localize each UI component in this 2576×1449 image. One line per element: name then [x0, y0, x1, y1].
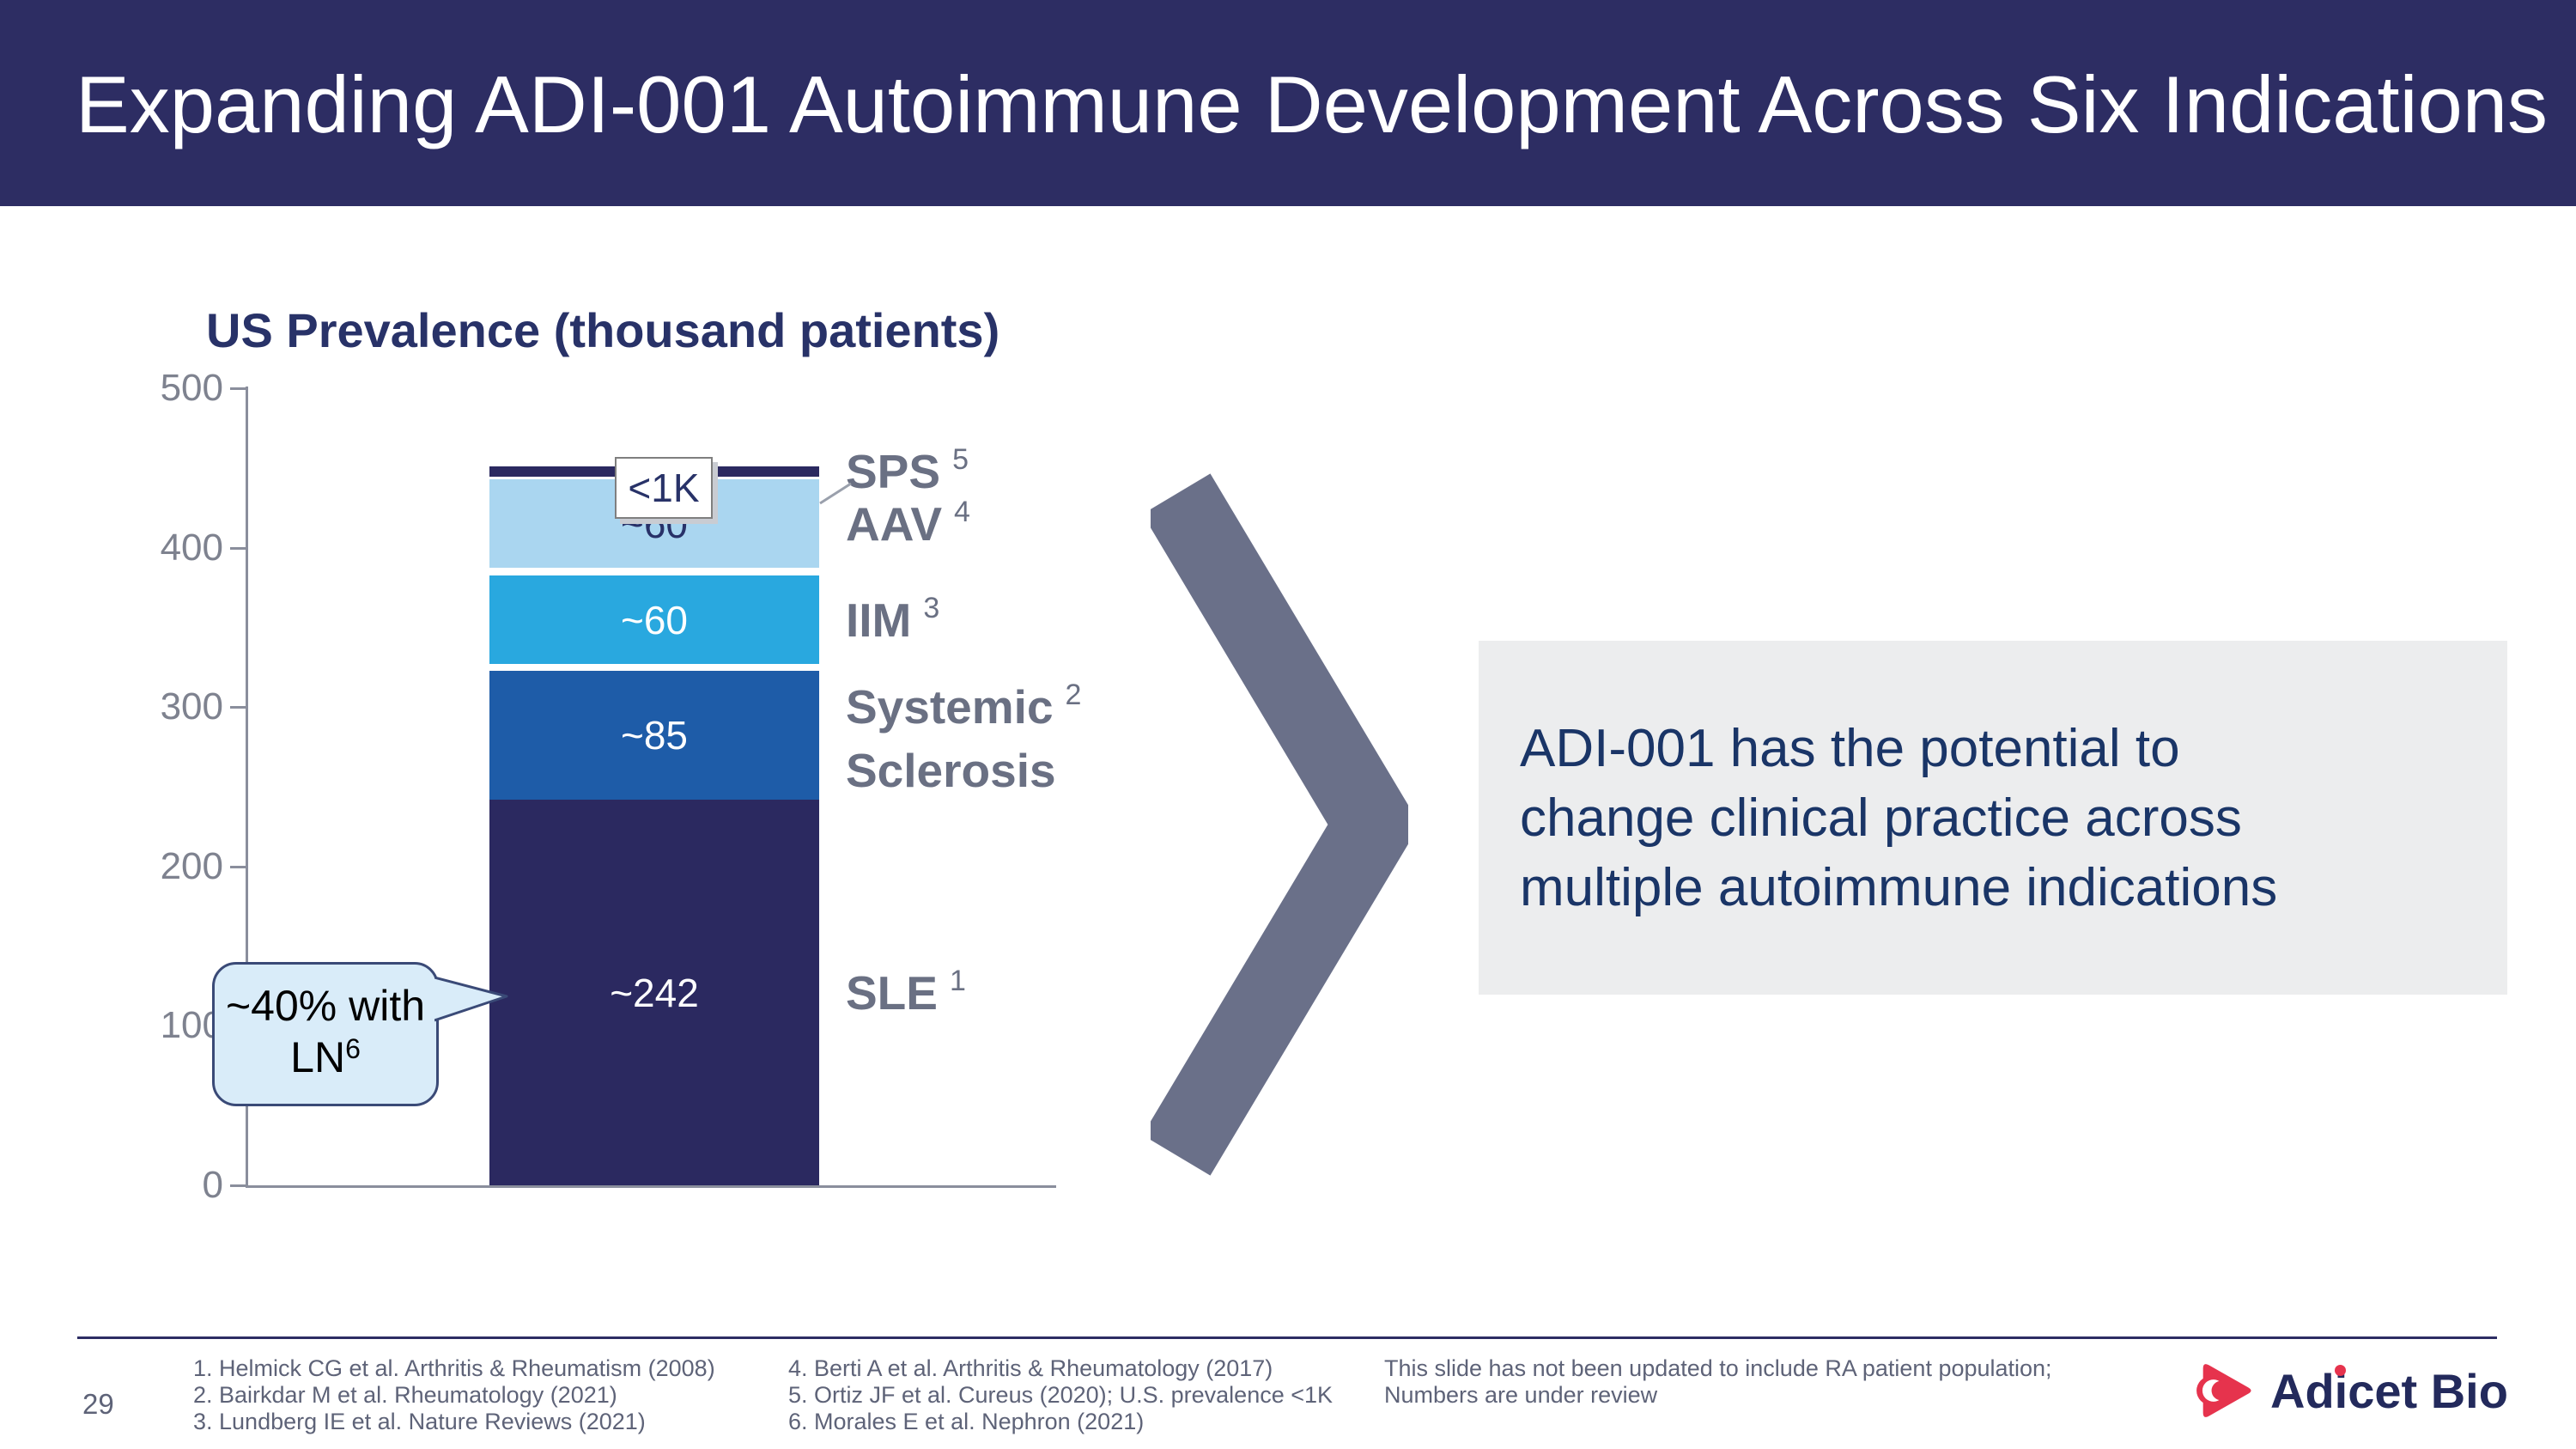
y-tick-mark — [230, 865, 246, 868]
logo-mark-icon — [2196, 1364, 2251, 1417]
sps-value-callout: <1K — [615, 457, 713, 519]
y-tick-mark — [230, 546, 246, 550]
key-message-box: ADI-001 has the potential to change clin… — [1479, 641, 2507, 995]
page-number: 29 — [82, 1388, 114, 1420]
key-message-text: ADI-001 has the potential to change clin… — [1520, 718, 2278, 917]
y-tick-label: 400 — [160, 526, 223, 569]
y-tick-label: 500 — [160, 367, 223, 409]
bubble-tail — [434, 976, 508, 1022]
bubble-line-2: LN6 — [290, 1033, 361, 1081]
label-superscript: 3 — [923, 592, 940, 624]
footnotes-column-2: 4. Berti A et al. Arthritis & Rheumatolo… — [788, 1355, 1334, 1434]
label-superscript: 4 — [954, 496, 970, 528]
logo-i-dot — [2335, 1365, 2346, 1376]
company-logo: Adicet Bio — [2191, 1357, 2508, 1424]
y-tick-mark — [230, 706, 246, 709]
y-tick-label: 100 — [160, 1004, 223, 1047]
footer-divider — [77, 1336, 2497, 1339]
header-bar: Expanding ADI-001 Autoimmune Development… — [0, 0, 2576, 206]
bubble-line-1: ~40% with — [225, 982, 426, 1030]
y-tick-mark — [230, 387, 246, 390]
label-superscript: 5 — [952, 443, 969, 476]
footnotes-column-1: 1. Helmick CG et al. Arthritis & Rheumat… — [193, 1355, 715, 1434]
y-tick-label: 300 — [160, 685, 223, 728]
y-axis-line — [246, 387, 248, 1188]
bar-segment-systemic-sclerosis: ~85 — [489, 671, 819, 800]
bar-segment-iim: ~60 — [489, 575, 819, 664]
chevron-right-icon — [1142, 468, 1420, 1211]
label-superscript: 1 — [949, 965, 966, 997]
x-axis-line — [246, 1185, 1056, 1188]
sps-value-text: <1K — [628, 466, 700, 510]
bubble-superscript: 6 — [345, 1033, 361, 1064]
footnotes-column-3: This slide has not been updated to inclu… — [1384, 1355, 2052, 1408]
segment-value: ~242 — [610, 970, 699, 1015]
callout-leader-line — [819, 482, 852, 505]
slide-title: Expanding ADI-001 Autoimmune Development… — [76, 59, 2549, 149]
chart-title: US Prevalence (thousand patients) — [206, 303, 1000, 357]
y-tick-label: 200 — [160, 844, 223, 887]
label-superscript: 2 — [1065, 679, 1082, 711]
y-tick-mark — [230, 1184, 246, 1187]
bar-segment-sle: ~242 — [489, 800, 819, 1185]
y-tick-label: 0 — [202, 1164, 223, 1206]
ln-annotation-bubble: ~40% with LN6 — [212, 962, 439, 1106]
segment-value: ~60 — [620, 597, 689, 642]
logo-wordmark: Adicet Bio — [2270, 1363, 2508, 1418]
segment-value: ~85 — [620, 713, 689, 758]
